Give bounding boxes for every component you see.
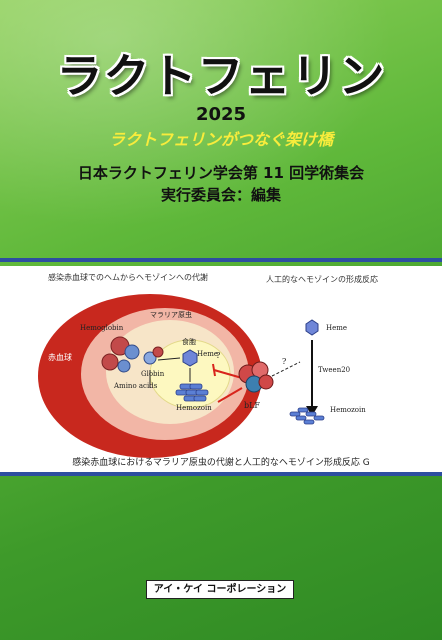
- globin-label: Globin: [141, 370, 165, 378]
- hemozoin-crystal: [175, 383, 209, 402]
- figure-caption: 感染赤血球におけるマラリア原虫の代謝と人工的なヘモゾイン形成反応 G: [72, 458, 370, 468]
- hemozoin-crystal-right: [289, 407, 325, 425]
- publisher-label: アイ・ケイ コーポレーション: [146, 580, 294, 599]
- hemozoin-label: Hemozoin: [176, 404, 212, 412]
- right-heading: 人工的なヘモゾインの形成反応: [266, 274, 378, 284]
- hemoglobin-molecules: [101, 336, 164, 373]
- background-gloss: [0, 0, 442, 260]
- food-vacuole-label: 食胞: [182, 337, 196, 346]
- band-top-border: [0, 258, 442, 262]
- figure-band: 感染赤血球でのヘムからヘモゾインへの代謝 人工的なヘモゾインの形成反応: [0, 266, 442, 472]
- inhibition-lines: [212, 363, 243, 403]
- tween-label: Tween20: [318, 366, 350, 374]
- society-name: 日本ラクトフェリン学会第 11 回学術集会: [77, 164, 365, 182]
- left-heading: 感染赤血球でのヘムからヘモゾインへの代謝: [48, 272, 208, 282]
- heme-hexagon-right: [305, 319, 319, 336]
- blf-label: bLF: [244, 401, 260, 410]
- pathway-arrows: [149, 357, 191, 388]
- question-mark-left: ?: [216, 351, 220, 360]
- heme-label: Heme: [197, 350, 218, 358]
- book-subtitle: ラクトフェリンがつなぐ架け橋: [108, 130, 333, 149]
- amino-acids-label: Amino acids: [113, 382, 158, 390]
- reaction-arrow-head: [306, 406, 318, 416]
- hemozoin-label-right: Hemozoin: [330, 406, 366, 414]
- editor-committee: 実行委員会：編集: [160, 186, 281, 204]
- parasite-label: マラリア原虫: [150, 310, 192, 319]
- blf-protein: [238, 361, 274, 393]
- hemoglobin-label: Hemoglobin: [80, 324, 124, 332]
- heme-label-right: Heme: [326, 324, 347, 332]
- band-bottom-border: [0, 472, 442, 476]
- figure-illustration: 感染赤血球でのヘムからヘモゾインへの代謝 人工的なヘモゾインの形成反応: [38, 272, 378, 458]
- rbc-label: 赤血球: [48, 352, 72, 362]
- book-title: ラクトフェリン: [56, 49, 386, 103]
- heme-hexagon: [182, 349, 198, 367]
- book-year: 2025: [195, 104, 247, 125]
- question-mark-right: ?: [282, 357, 286, 366]
- blf-dashed-arrow: [271, 361, 301, 377]
